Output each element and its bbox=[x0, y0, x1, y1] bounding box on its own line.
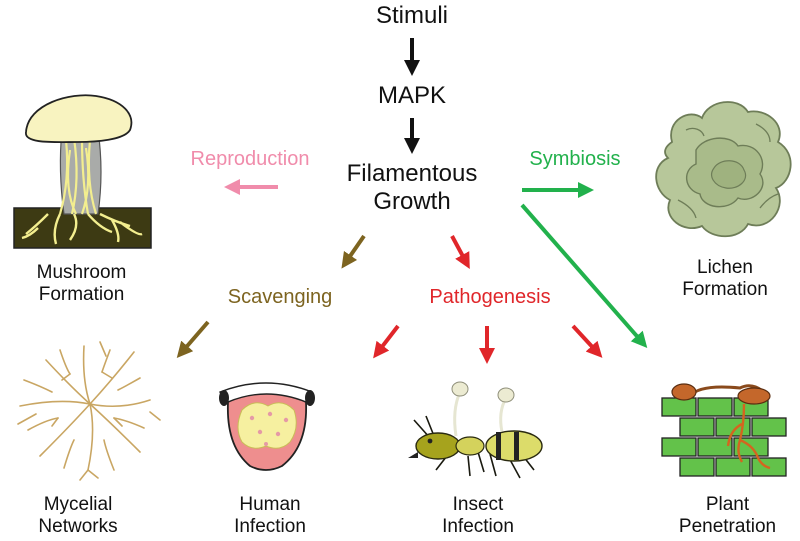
insect-infection-illustration bbox=[408, 381, 543, 479]
filamentous-growth-label: Filamentous Growth bbox=[322, 160, 502, 215]
reproduction-label: Reproduction bbox=[190, 148, 310, 170]
insect-caption-line1: Insect bbox=[452, 494, 504, 515]
lichen-caption-line1: Lichen bbox=[697, 257, 753, 278]
filamentous-growth-line2: Growth bbox=[373, 187, 451, 215]
lichen-illustration bbox=[655, 101, 792, 238]
human-caption-line1: Human bbox=[239, 494, 301, 515]
pathogenesis-label: Pathogenesis bbox=[429, 286, 551, 308]
mycelial-network-illustration bbox=[17, 341, 161, 481]
arrow-growth-scavenging bbox=[341, 234, 366, 269]
mycelial-networks-caption: Mycelial Networks bbox=[18, 494, 138, 538]
arrow-symbiosis-plant bbox=[520, 203, 648, 349]
arrow-pathogenesis-plant bbox=[571, 324, 603, 358]
mushroom-caption-line2: Formation bbox=[38, 283, 125, 305]
lichen-caption-line2: Formation bbox=[682, 278, 768, 300]
arrow-scavenging-mycelial bbox=[176, 320, 210, 359]
insect-infection-caption: Insect Infection bbox=[418, 494, 538, 538]
mycelial-caption-line1: Mycelial bbox=[43, 494, 113, 515]
stimuli-label: Stimuli bbox=[375, 2, 448, 29]
fungal-hyphae-on-plant bbox=[671, 383, 771, 470]
human-infection-caption: Human Infection bbox=[210, 494, 330, 538]
scavenging-label: Scavenging bbox=[227, 286, 333, 308]
filamentous-growth-line1: Filamentous bbox=[346, 160, 478, 187]
mapk-label: MAPK bbox=[377, 82, 446, 109]
mushroom-illustration bbox=[13, 94, 152, 249]
plant-caption-line1: Plant bbox=[705, 494, 750, 515]
lichen-formation-caption: Lichen Formation bbox=[660, 257, 790, 301]
insect-caption-line2: Infection bbox=[442, 515, 514, 537]
plant-penetration-illustration bbox=[661, 397, 787, 477]
plant-caption-line2: Penetration bbox=[678, 515, 777, 537]
mushroom-formation-caption: Mushroom Formation bbox=[14, 262, 149, 306]
arrow-pathogenesis-human bbox=[373, 324, 400, 359]
mycelial-caption-line2: Networks bbox=[38, 515, 118, 537]
symbiosis-label: Symbiosis bbox=[529, 148, 621, 170]
plant-penetration-caption: Plant Penetration bbox=[660, 494, 795, 538]
arrow-growth-pathogenesis bbox=[450, 235, 470, 270]
mushroom-caption-line1: Mushroom bbox=[36, 262, 127, 283]
human-infection-illustration bbox=[219, 382, 315, 471]
human-caption-line2: Infection bbox=[234, 515, 306, 537]
